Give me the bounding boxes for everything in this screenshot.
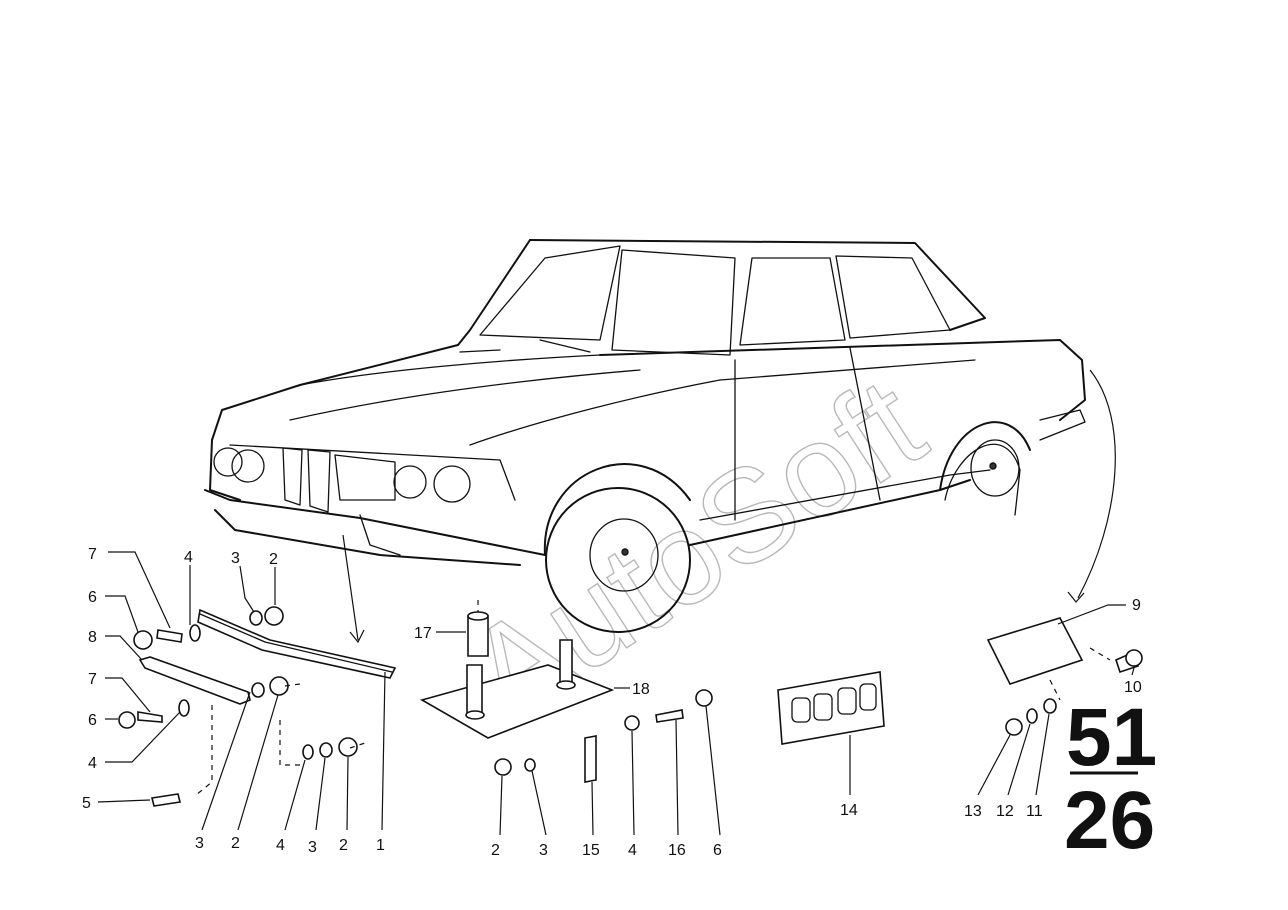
callout-3: 3 xyxy=(231,550,240,567)
callout-4: 4 xyxy=(88,755,97,772)
right-parts xyxy=(986,617,1143,736)
callout-14: 14 xyxy=(840,802,858,819)
callout-8: 8 xyxy=(88,629,97,646)
car-illustration xyxy=(204,239,1086,633)
callout-6: 6 xyxy=(713,842,722,859)
callout-15: 15 xyxy=(582,842,600,859)
leader-lines xyxy=(97,551,1135,836)
callout-3: 3 xyxy=(308,839,317,856)
arrow-line-front xyxy=(342,534,359,641)
callout-1: 1 xyxy=(376,837,385,854)
left-bracket-assembly xyxy=(118,606,397,807)
group-number: 51 26 xyxy=(1064,692,1157,866)
callout-2: 2 xyxy=(339,837,348,854)
cap-nut-6 xyxy=(133,630,153,650)
callout-4: 4 xyxy=(628,842,637,859)
group-number-top: 51 xyxy=(1066,692,1157,783)
group-number-bottom: 26 xyxy=(1064,775,1155,866)
callout-4: 4 xyxy=(184,549,193,566)
callout-5: 5 xyxy=(82,795,91,812)
callout-7: 7 xyxy=(88,546,97,563)
gasket-14 xyxy=(777,671,885,745)
callout-16: 16 xyxy=(668,842,686,859)
callout-4: 4 xyxy=(276,837,285,854)
center-plate-assembly xyxy=(419,600,713,783)
callout-7: 7 xyxy=(88,671,97,688)
arrow-line-rear xyxy=(1077,369,1116,599)
callout-17: 17 xyxy=(414,625,432,642)
callout-12: 12 xyxy=(996,803,1014,820)
callout-10: 10 xyxy=(1124,679,1142,696)
callout-6: 6 xyxy=(88,712,97,729)
callout-2: 2 xyxy=(491,842,500,859)
callout-2: 2 xyxy=(269,551,278,568)
callout-13: 13 xyxy=(964,803,982,820)
callout-2: 2 xyxy=(231,835,240,852)
callout-11: 11 xyxy=(1026,803,1043,820)
callout-3: 3 xyxy=(195,835,204,852)
callout-18: 18 xyxy=(632,681,650,698)
plate-9 xyxy=(986,617,1084,685)
callout-9: 9 xyxy=(1132,597,1141,614)
callout-numbers: 7 4 3 2 6 8 7 6 4 5 3 2 4 3 2 1 17 18 2 … xyxy=(82,546,1142,859)
callout-6: 6 xyxy=(88,589,97,606)
callout-3: 3 xyxy=(539,842,548,859)
